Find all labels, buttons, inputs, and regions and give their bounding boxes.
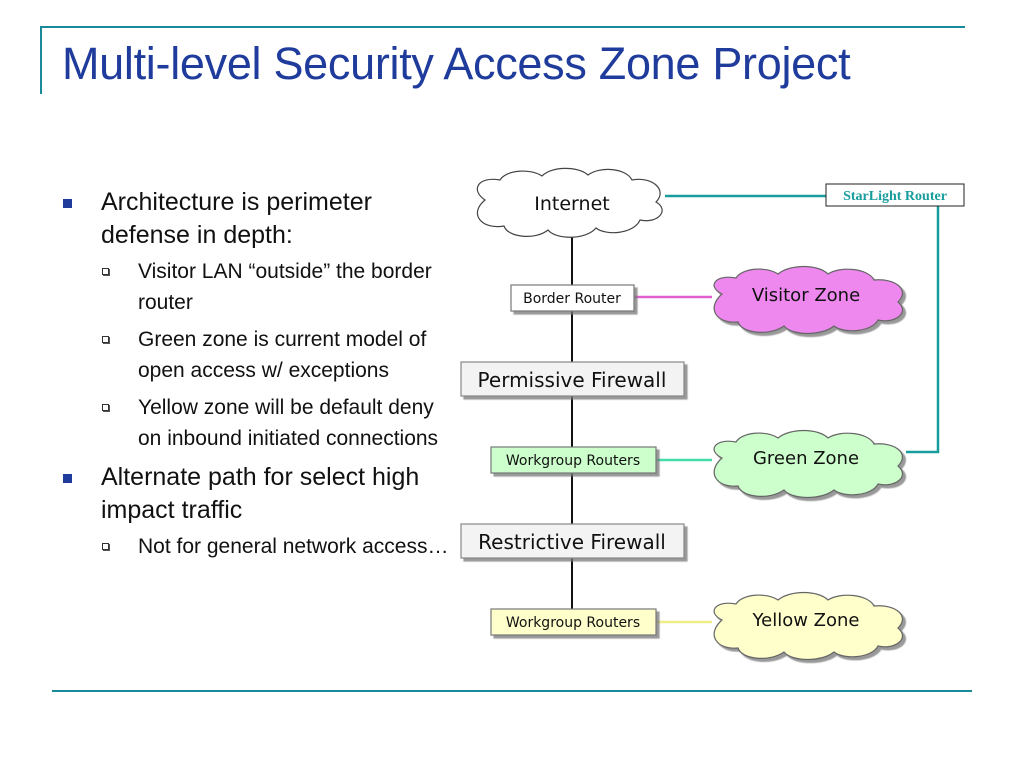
internet-label: Internet [534, 193, 609, 215]
workgroup-routers-box-2 [490, 608, 657, 636]
sub-bullet-text: Green zone is current model of open acce… [138, 328, 427, 382]
visitor-zone-cloud [713, 265, 904, 335]
sub-bullet-not-general: Not for general network access… [97, 531, 450, 562]
sub-bullet-yellow-zone: Yellow zone will be default deny on inbo… [97, 392, 450, 454]
border-router-label: Border Router [523, 291, 621, 307]
bottom-rule [52, 690, 972, 692]
internet-cloud [476, 167, 663, 238]
sub-bullet-text: Visitor LAN “outside” the border router [138, 260, 432, 314]
sub-bullet-text: Yellow zone will be default deny on inbo… [138, 396, 439, 450]
bullet-text: Alternate path for select high impact tr… [101, 463, 420, 524]
starlight-router-label: StarLight Router [843, 189, 947, 204]
restrictive-firewall-label: Restrictive Firewall [478, 530, 666, 554]
bullet-architecture: Architecture is perimeter defense in dep… [60, 186, 450, 454]
border-router-box [510, 284, 635, 312]
workgroup-routers-box-1 [490, 446, 657, 474]
permissive-firewall-label: Permissive Firewall [478, 368, 667, 392]
sub-bullet-visitor-lan: Visitor LAN “outside” the border router [97, 256, 450, 318]
bullet-text: Architecture is perimeter defense in dep… [101, 188, 372, 249]
sub-bullet-list: Not for general network access… [97, 531, 450, 562]
restrictive-firewall-box [460, 523, 685, 559]
yellow-zone-label: Yellow Zone [752, 610, 860, 631]
slide-title: Multi-level Security Access Zone Project [62, 38, 851, 89]
top-rule [40, 26, 965, 28]
checkbox-bullet-icon [102, 336, 109, 343]
visitor-zone-label: Visitor Zone [752, 285, 860, 306]
starlight-router-box [825, 183, 965, 207]
yellow-zone-cloud [713, 591, 904, 661]
left-rule [40, 26, 42, 94]
checkbox-bullet-icon [102, 268, 109, 275]
workgroup-routers-label-2: Workgroup Routers [506, 615, 640, 631]
bullet-alternate-path: Alternate path for select high impact tr… [60, 461, 450, 562]
checkbox-bullet-icon [102, 543, 109, 550]
sub-bullet-green-zone: Green zone is current model of open acce… [97, 324, 450, 386]
green-zone-cloud [713, 429, 904, 499]
bullet-list: Architecture is perimeter defense in dep… [60, 186, 450, 569]
permissive-firewall-box [460, 361, 685, 397]
green-zone-label: Green Zone [753, 448, 859, 469]
workgroup-routers-label-1: Workgroup Routers [506, 453, 640, 469]
sub-bullet-list: Visitor LAN “outside” the border router … [97, 256, 450, 454]
square-bullet-icon [63, 474, 72, 483]
checkbox-bullet-icon [102, 404, 109, 411]
starlight-to-green-link [906, 206, 940, 454]
square-bullet-icon [63, 199, 72, 208]
sub-bullet-text: Not for general network access… [138, 535, 449, 558]
